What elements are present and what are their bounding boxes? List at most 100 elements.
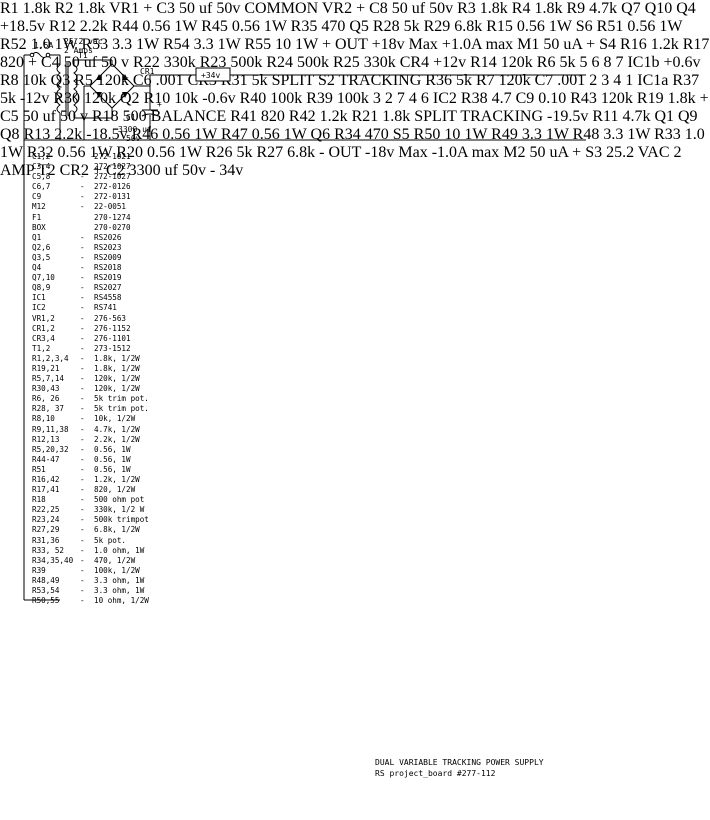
r9-ref: R9 bbox=[566, 0, 586, 17]
parts-ref: R28, 37 bbox=[32, 404, 65, 414]
transistor-q6: Q6 bbox=[311, 126, 335, 143]
t2-rating2: 2 AMP bbox=[0, 144, 682, 179]
parts-sep: - bbox=[80, 152, 85, 161]
parts-list-row: C9-272-0131 bbox=[32, 192, 167, 202]
pos-out-terminal[interactable]: + OUT +18v Max +1.0A max M1 50 uA + S4 R… bbox=[0, 36, 709, 778]
mode-switch-s2[interactable]: SPLIT S2 TRACKING bbox=[272, 72, 426, 89]
r16-ref: R16 bbox=[620, 36, 647, 53]
ic1a-pin2: 2 bbox=[589, 72, 598, 89]
ic1a-pin1: 1 bbox=[625, 72, 634, 89]
neg-out-label: - OUT bbox=[319, 144, 362, 161]
t1-ref: T1 bbox=[78, 51, 88, 60]
resistor-r42: R42 1.2k bbox=[289, 108, 352, 125]
parts-ref: R50,55 bbox=[32, 596, 60, 606]
range-resistor-r48: R48 3.3 1W bbox=[573, 126, 654, 143]
rail-neg0_6-text: -0.6v bbox=[202, 90, 236, 107]
parts-ref: R39 bbox=[32, 565, 46, 575]
c6-ref: C6 bbox=[132, 72, 152, 89]
pos-out-label: + OUT bbox=[321, 36, 368, 53]
r13-val: 2.2k bbox=[54, 126, 83, 143]
rail-label-pos12: +12v R14 120k R6 5k 5 6 8 7 IC1b +0.6v R… bbox=[0, 54, 709, 778]
capacitor-c7: C7 .001 bbox=[535, 72, 590, 89]
parts-value: 10 ohm, 1/2W bbox=[94, 596, 149, 606]
parts-list-row: R8,10-10k, 1/2W bbox=[32, 414, 167, 424]
parts-value: RS2009 bbox=[94, 252, 122, 262]
mode-switch-s2-lower[interactable]: SPLIT TRACKING bbox=[414, 108, 547, 125]
parts-value: 22-0051 bbox=[94, 202, 127, 212]
parts-sep: - bbox=[80, 495, 85, 505]
parts-ref: BOX bbox=[32, 222, 46, 232]
r9-val: 4.7k bbox=[589, 0, 618, 17]
parts-list-row: R18-500 ohm pot bbox=[32, 495, 167, 505]
parts-value: 500k trimpot bbox=[94, 515, 149, 525]
r34-ref: R34 bbox=[334, 126, 361, 143]
resistor-r1: R1 1.8k bbox=[0, 0, 55, 17]
c2-ref: C2 bbox=[105, 162, 125, 179]
r54-ref: R54 bbox=[162, 36, 190, 53]
rail-label-neg19_5: -19.5v R11 4.7k Q1 Q9 Q8 R13 2.2k -18.5v bbox=[0, 108, 705, 778]
resistor-r35: R35 470 bbox=[291, 18, 350, 35]
range-switch-s5[interactable]: S5 R50 10 1W R49 3.3 1W R48 3.3 1W R33 1… bbox=[0, 126, 705, 161]
parts-ref: C3,4 bbox=[32, 162, 51, 172]
parts-sep: - bbox=[80, 414, 85, 424]
parts-sep: - bbox=[80, 565, 85, 575]
parts-list-row: Q1-RS2026 bbox=[32, 233, 167, 243]
resistor-r22: R22 330k bbox=[133, 54, 200, 71]
cr4-label: CR4 bbox=[399, 54, 430, 71]
rail-label-pos34 bbox=[195, 67, 231, 82]
r55-ref: R55 bbox=[244, 36, 272, 53]
parts-list-row: R30,43-120k, 1/2W bbox=[32, 384, 167, 394]
rail-neg34-text: - 34v bbox=[209, 162, 244, 179]
opamp-ic2: 3 2 7 4 6 IC2 bbox=[373, 90, 461, 107]
r11-ref: R11 bbox=[592, 108, 619, 125]
ic1b-pin7: 7 bbox=[615, 54, 624, 71]
parts-sep: - bbox=[80, 424, 85, 434]
r7-ref: R7 bbox=[475, 72, 495, 89]
parts-list-row: C5,8-272-1027 bbox=[32, 172, 167, 182]
diagram-title: DUAL VARIABLE TRACKING POWER SUPPLY RS p… bbox=[375, 757, 544, 779]
parts-sep: - bbox=[80, 596, 85, 606]
r50-val: 10 1W bbox=[444, 126, 488, 143]
switch-s4[interactable]: S4 bbox=[599, 36, 620, 53]
pot-r36[interactable]: R36 5k bbox=[425, 72, 476, 89]
r52-ref: R52 bbox=[0, 36, 27, 53]
r2-val: 1.8k bbox=[77, 0, 106, 17]
parts-value: 0.56, 1W bbox=[94, 464, 131, 474]
r37-val: 5k bbox=[0, 90, 16, 107]
parts-ref: C6,7 bbox=[32, 182, 51, 192]
parts-list-row: C3,4-272-1027 bbox=[32, 162, 167, 172]
range-switch-s6[interactable]: S6 R51 0.56 1W R52 1.0 1W R53 3.3 1W R54… bbox=[0, 18, 682, 53]
transistor-q9: Q9 bbox=[678, 108, 698, 125]
parts-list-row: CR1,2-276-1152 bbox=[32, 324, 167, 334]
parts-sep: - bbox=[80, 525, 85, 535]
neg-out-terminal[interactable]: - OUT -18v Max -1.0A max M2 50 uA + S3 2… bbox=[0, 144, 682, 778]
r3-val: 1.8k bbox=[479, 0, 508, 17]
resistor-r39: R39 100k bbox=[306, 90, 373, 107]
pot-r28: R28 5k bbox=[373, 18, 424, 35]
parts-sep bbox=[80, 223, 94, 233]
common-label: COMMON bbox=[244, 0, 319, 17]
resistor-r44: R44 0.56 1W bbox=[112, 18, 201, 35]
ic1a-label: IC1a bbox=[637, 72, 669, 89]
r45-val: 0.56 1W bbox=[231, 18, 287, 35]
resistor-r20: R20 0.56 1W bbox=[116, 144, 205, 161]
r44-val: 0.56 1W bbox=[142, 18, 198, 35]
switch-s3[interactable]: S3 bbox=[585, 144, 606, 161]
parts-sep: - bbox=[80, 323, 85, 333]
r18-val: 500 bbox=[122, 108, 147, 125]
c2-voltage: 50v bbox=[181, 162, 206, 179]
transistor-q3: Q3 bbox=[51, 72, 75, 89]
pos-out-spec1: +18v Max bbox=[371, 36, 438, 53]
parts-ref: R5,20,32 bbox=[32, 444, 69, 454]
ic1b-pin5: 5 bbox=[579, 54, 588, 71]
parts-list-row: R1,2,3,4-1.8k, 1/2W bbox=[32, 354, 167, 364]
parts-value: 0.56, 1W bbox=[94, 444, 131, 454]
c3-ref: C3 bbox=[156, 0, 175, 17]
r2-ref: R2 bbox=[54, 0, 74, 17]
parts-sep: - bbox=[80, 404, 85, 414]
m2-ref: M2 bbox=[503, 144, 526, 161]
parts-list-row: R50,55 -10 ohm, 1/2W bbox=[32, 596, 167, 606]
c2-value: 3300 uf bbox=[128, 162, 178, 179]
parts-value: 272-1027 bbox=[94, 162, 131, 172]
capacitor-c3: + C3 50 uf 50v bbox=[143, 0, 244, 17]
